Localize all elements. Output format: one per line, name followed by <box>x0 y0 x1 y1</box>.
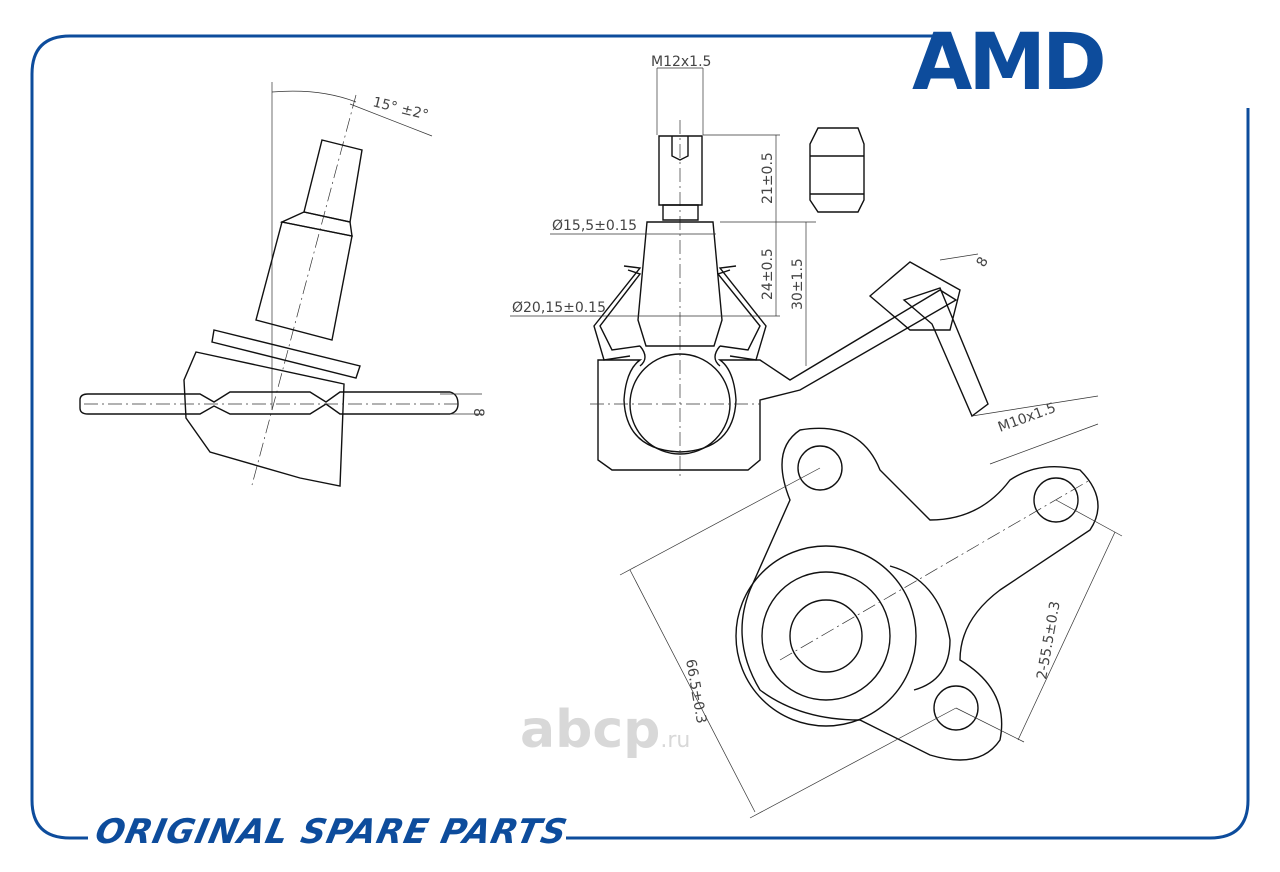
dim-diameter-lower: Ø20,15±0.15 <box>512 300 606 316</box>
amd-logo: AMD <box>912 18 1107 108</box>
dim-taper-height: 24±0.5 <box>760 248 776 300</box>
dim-thread-top: M12x1.5 <box>651 54 711 70</box>
dim-stud-height: 21±0.5 <box>760 152 776 204</box>
dim-bolt-head: 8 <box>974 254 992 270</box>
dim-thread-bolt: M10x1.5 <box>996 400 1058 436</box>
dim-diameter-upper: Ø15,5±0.15 <box>552 218 637 234</box>
side-view-tilted <box>79 82 482 487</box>
dim-total-height: 30±1.5 <box>790 258 806 310</box>
dim-hole-pitch: 2-55.5±0.3 <box>1034 600 1063 681</box>
original-spare-parts-tagline: ORIGINAL SPARE PARTS <box>91 812 572 852</box>
frame-border <box>30 34 1250 840</box>
section-view <box>510 67 1099 480</box>
dim-angle: 15° ±2° <box>371 94 430 123</box>
plan-view <box>619 427 1123 819</box>
watermark: abcp.ru <box>520 700 690 760</box>
watermark-suffix: .ru <box>660 728 691 753</box>
dim-left-thickness: 8 <box>470 408 486 417</box>
watermark-main: abcp <box>520 700 661 760</box>
